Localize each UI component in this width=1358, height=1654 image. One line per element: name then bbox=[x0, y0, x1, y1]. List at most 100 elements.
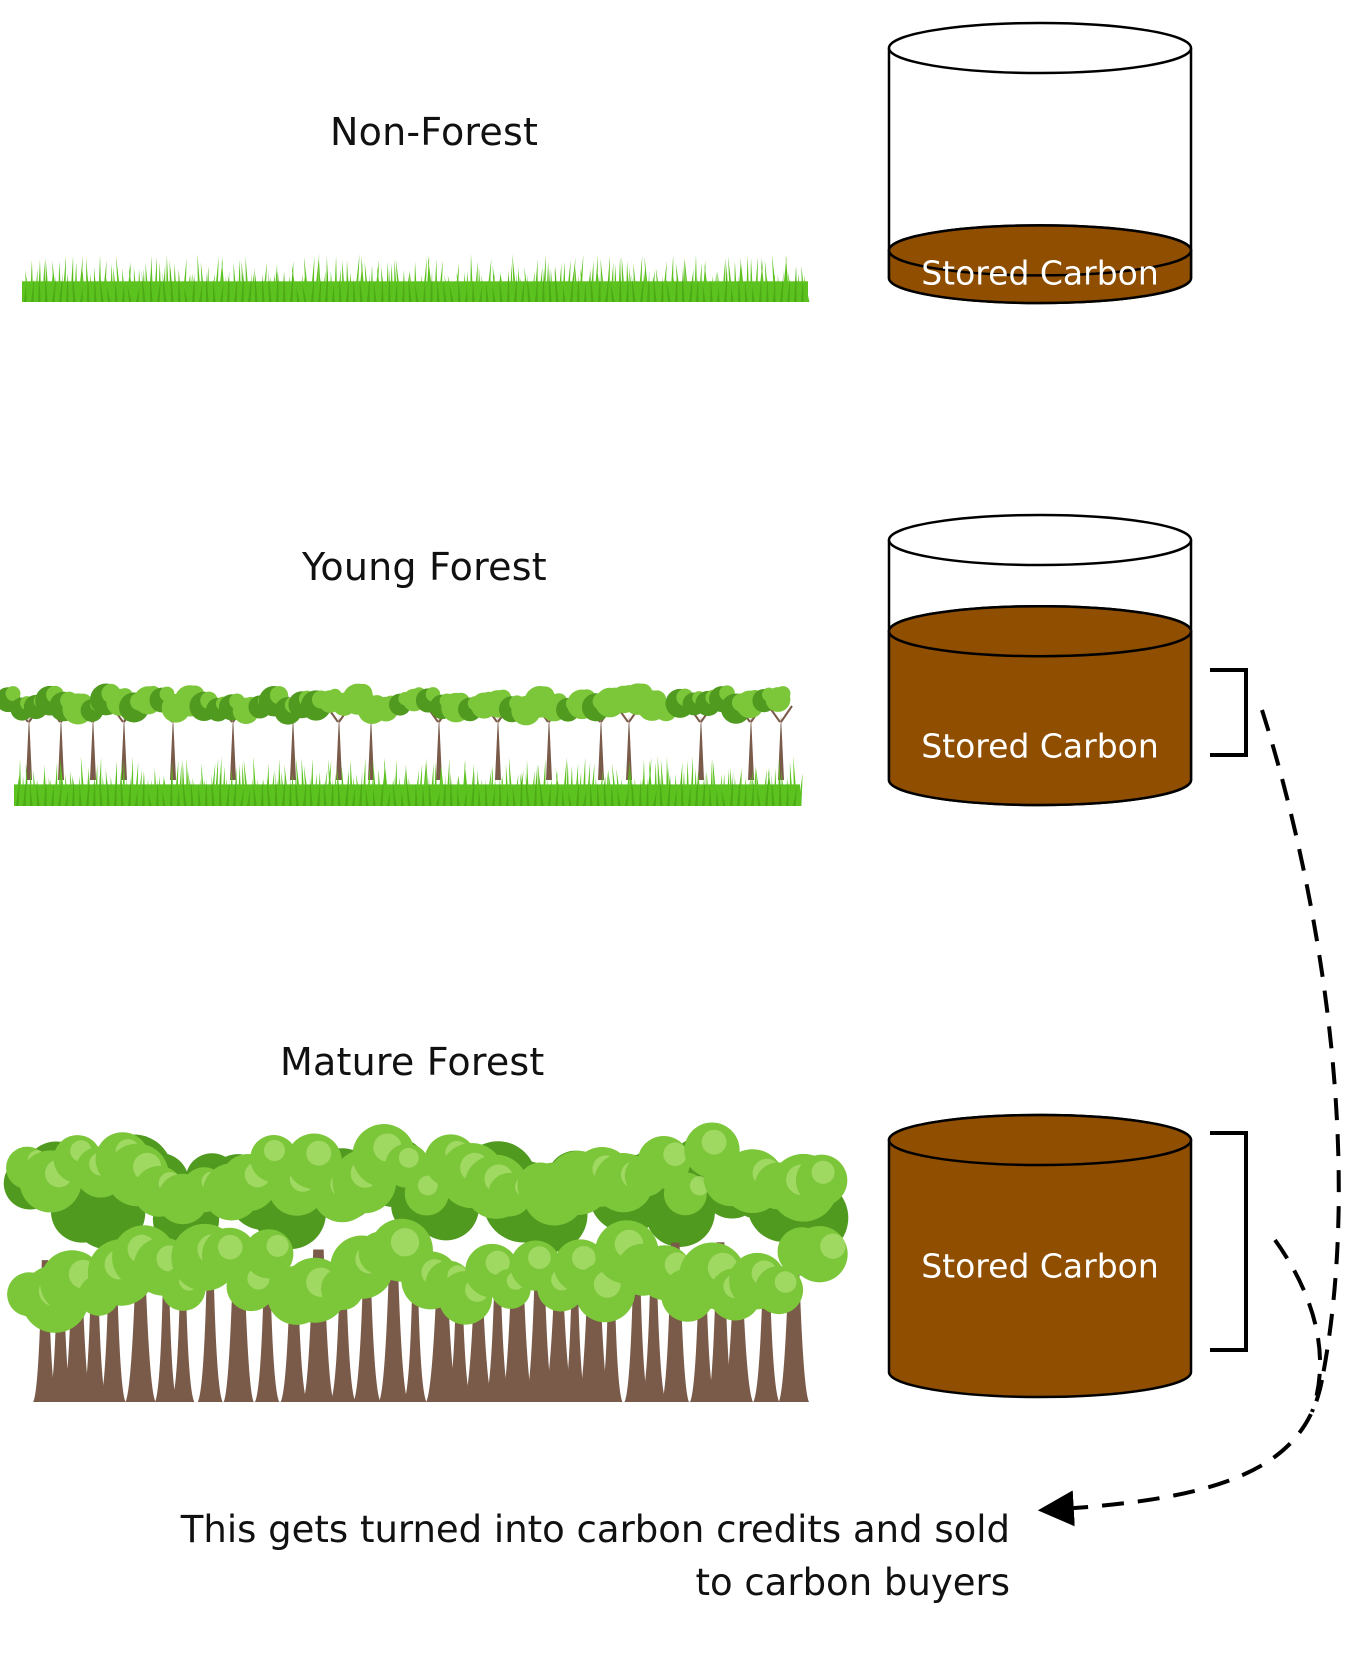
grass-strip-young-forest bbox=[14, 755, 803, 806]
young-tree-trunk bbox=[121, 715, 127, 780]
grass-blades-dark bbox=[16, 770, 798, 806]
young-tree-trunk bbox=[698, 715, 704, 780]
mature-canopy-highlight bbox=[417, 1175, 438, 1196]
young-tree-leaf-cluster bbox=[775, 686, 791, 701]
stored-carbon-surface bbox=[887, 224, 1193, 277]
mature-tree-trunk bbox=[624, 1269, 649, 1402]
mature-tree-trunk bbox=[485, 1294, 511, 1402]
mature-tree-trunk bbox=[330, 1288, 356, 1402]
cylinder-rim bbox=[887, 513, 1193, 567]
young-tree-trunk bbox=[436, 715, 442, 780]
mature-tree-trunk bbox=[223, 1240, 254, 1402]
mature-forest-trees bbox=[3, 1122, 849, 1402]
grass-blades bbox=[22, 253, 810, 302]
dashed-arrow-from-mature-forest bbox=[1273, 1238, 1323, 1413]
mature-tree-trunk bbox=[600, 1261, 623, 1402]
mature-tree-trunk bbox=[501, 1258, 534, 1402]
young-tree-trunk bbox=[546, 715, 552, 780]
cylinder-rim bbox=[887, 21, 1193, 75]
mature-tree-trunk bbox=[778, 1259, 809, 1402]
mature-canopy-highlight bbox=[571, 1245, 596, 1270]
mature-tree-trunk bbox=[722, 1289, 753, 1402]
mature-tree-trunk bbox=[543, 1299, 574, 1402]
young-tree-trunk bbox=[26, 715, 32, 780]
young-tree-trunk bbox=[778, 715, 784, 780]
label-mature-forest: Mature Forest bbox=[280, 1040, 545, 1084]
mature-canopy-highlight bbox=[263, 1139, 286, 1162]
mature-tree-trunk bbox=[525, 1259, 554, 1402]
young-tree-trunk bbox=[368, 715, 374, 780]
label-young-forest: Young Forest bbox=[302, 545, 547, 589]
grass-strip-non-forest bbox=[22, 253, 810, 302]
young-tree-trunk bbox=[626, 715, 632, 780]
stored-carbon-surface bbox=[887, 1113, 1193, 1167]
mature-tree-trunk bbox=[62, 1255, 92, 1402]
mature-canopy-highlight bbox=[663, 1142, 687, 1167]
mature-canopy-highlight bbox=[217, 1234, 243, 1260]
mature-tree-trunk bbox=[641, 1283, 667, 1402]
stored-carbon-surface bbox=[887, 604, 1193, 658]
label-non-forest: Non-Forest bbox=[330, 110, 539, 154]
mature-tree-trunk bbox=[378, 1272, 409, 1402]
mature-tree-trunk bbox=[426, 1282, 458, 1402]
young-tree-trunk bbox=[170, 715, 176, 780]
mature-tree-trunk bbox=[82, 1269, 107, 1402]
mature-tree-trunk bbox=[447, 1290, 472, 1402]
stored-carbon-label: Stored Carbon bbox=[921, 1247, 1159, 1286]
mature-tree-trunk bbox=[661, 1242, 689, 1402]
mature-tree-trunk bbox=[100, 1255, 126, 1402]
mature-tree-trunk bbox=[171, 1286, 195, 1402]
grass-blades-dark bbox=[24, 267, 804, 302]
mature-tree-trunk bbox=[48, 1268, 73, 1402]
dashed-arrow-to-caption bbox=[1037, 1379, 1324, 1527]
young-tree-leaf-cluster bbox=[5, 686, 21, 702]
mature-canopy-highlight bbox=[811, 1160, 835, 1184]
mature-canopy-highlight bbox=[774, 1271, 797, 1293]
mature-canopy-highlight bbox=[398, 1147, 419, 1168]
young-tree-trunk bbox=[336, 715, 342, 780]
mature-tree-trunk bbox=[403, 1286, 427, 1402]
young-tree-branch bbox=[769, 705, 793, 723]
carbon-cylinder-young-forest: Stored Carbon bbox=[887, 513, 1193, 807]
mature-tree-trunk bbox=[707, 1242, 734, 1402]
mature-canopy-highlight bbox=[485, 1250, 510, 1275]
caption-line-1: This gets turned into carbon credits and… bbox=[180, 1508, 1010, 1551]
mature-tree-trunk bbox=[353, 1283, 381, 1402]
mature-tree-trunk bbox=[280, 1281, 308, 1402]
young-tree-trunk bbox=[598, 715, 604, 780]
bracket-young-forest bbox=[1210, 668, 1248, 757]
young-tree-trunk bbox=[290, 715, 296, 780]
mature-tree-trunk bbox=[578, 1253, 610, 1402]
carbon-cylinder-non-forest: Stored Carbon bbox=[887, 21, 1193, 305]
young-tree-trunk bbox=[748, 715, 754, 780]
mature-tree-trunk bbox=[197, 1276, 223, 1402]
caption: This gets turned into carbon credits and… bbox=[181, 1503, 1010, 1609]
carbon-cylinder-mature-forest: Stored Carbon bbox=[887, 1113, 1193, 1399]
mature-tree-trunk bbox=[302, 1249, 334, 1402]
mature-tree-trunk bbox=[753, 1288, 780, 1402]
mature-tree-trunk bbox=[563, 1277, 587, 1402]
mature-tree-trunk bbox=[463, 1297, 493, 1402]
young-tree-trunk bbox=[58, 715, 64, 780]
mature-canopy-highlight bbox=[390, 1228, 420, 1257]
caption-line-2: to carbon buyers bbox=[695, 1561, 1010, 1604]
bracket-mature-forest bbox=[1210, 1131, 1248, 1352]
young-tree-trunk bbox=[495, 715, 501, 780]
mature-canopy-highlight bbox=[820, 1233, 846, 1259]
young-tree-trunk bbox=[90, 715, 96, 780]
mature-tree-trunk bbox=[125, 1272, 156, 1402]
mature-tree-trunk bbox=[154, 1266, 178, 1402]
mature-canopy-highlight bbox=[266, 1234, 289, 1257]
mature-tree-trunk bbox=[254, 1282, 280, 1402]
mature-canopy-highlight bbox=[701, 1129, 727, 1155]
mature-canopy-highlight bbox=[306, 1140, 332, 1166]
stored-carbon-label: Stored Carbon bbox=[921, 727, 1159, 766]
dashed-arrow-from-young-forest bbox=[1260, 709, 1341, 1381]
young-tree-trunk bbox=[230, 715, 236, 780]
young-forest-trees bbox=[0, 683, 793, 780]
mature-tree-trunk bbox=[690, 1271, 715, 1402]
stored-carbon-label: Stored Carbon bbox=[921, 254, 1159, 293]
mature-canopy-highlight bbox=[528, 1246, 551, 1269]
